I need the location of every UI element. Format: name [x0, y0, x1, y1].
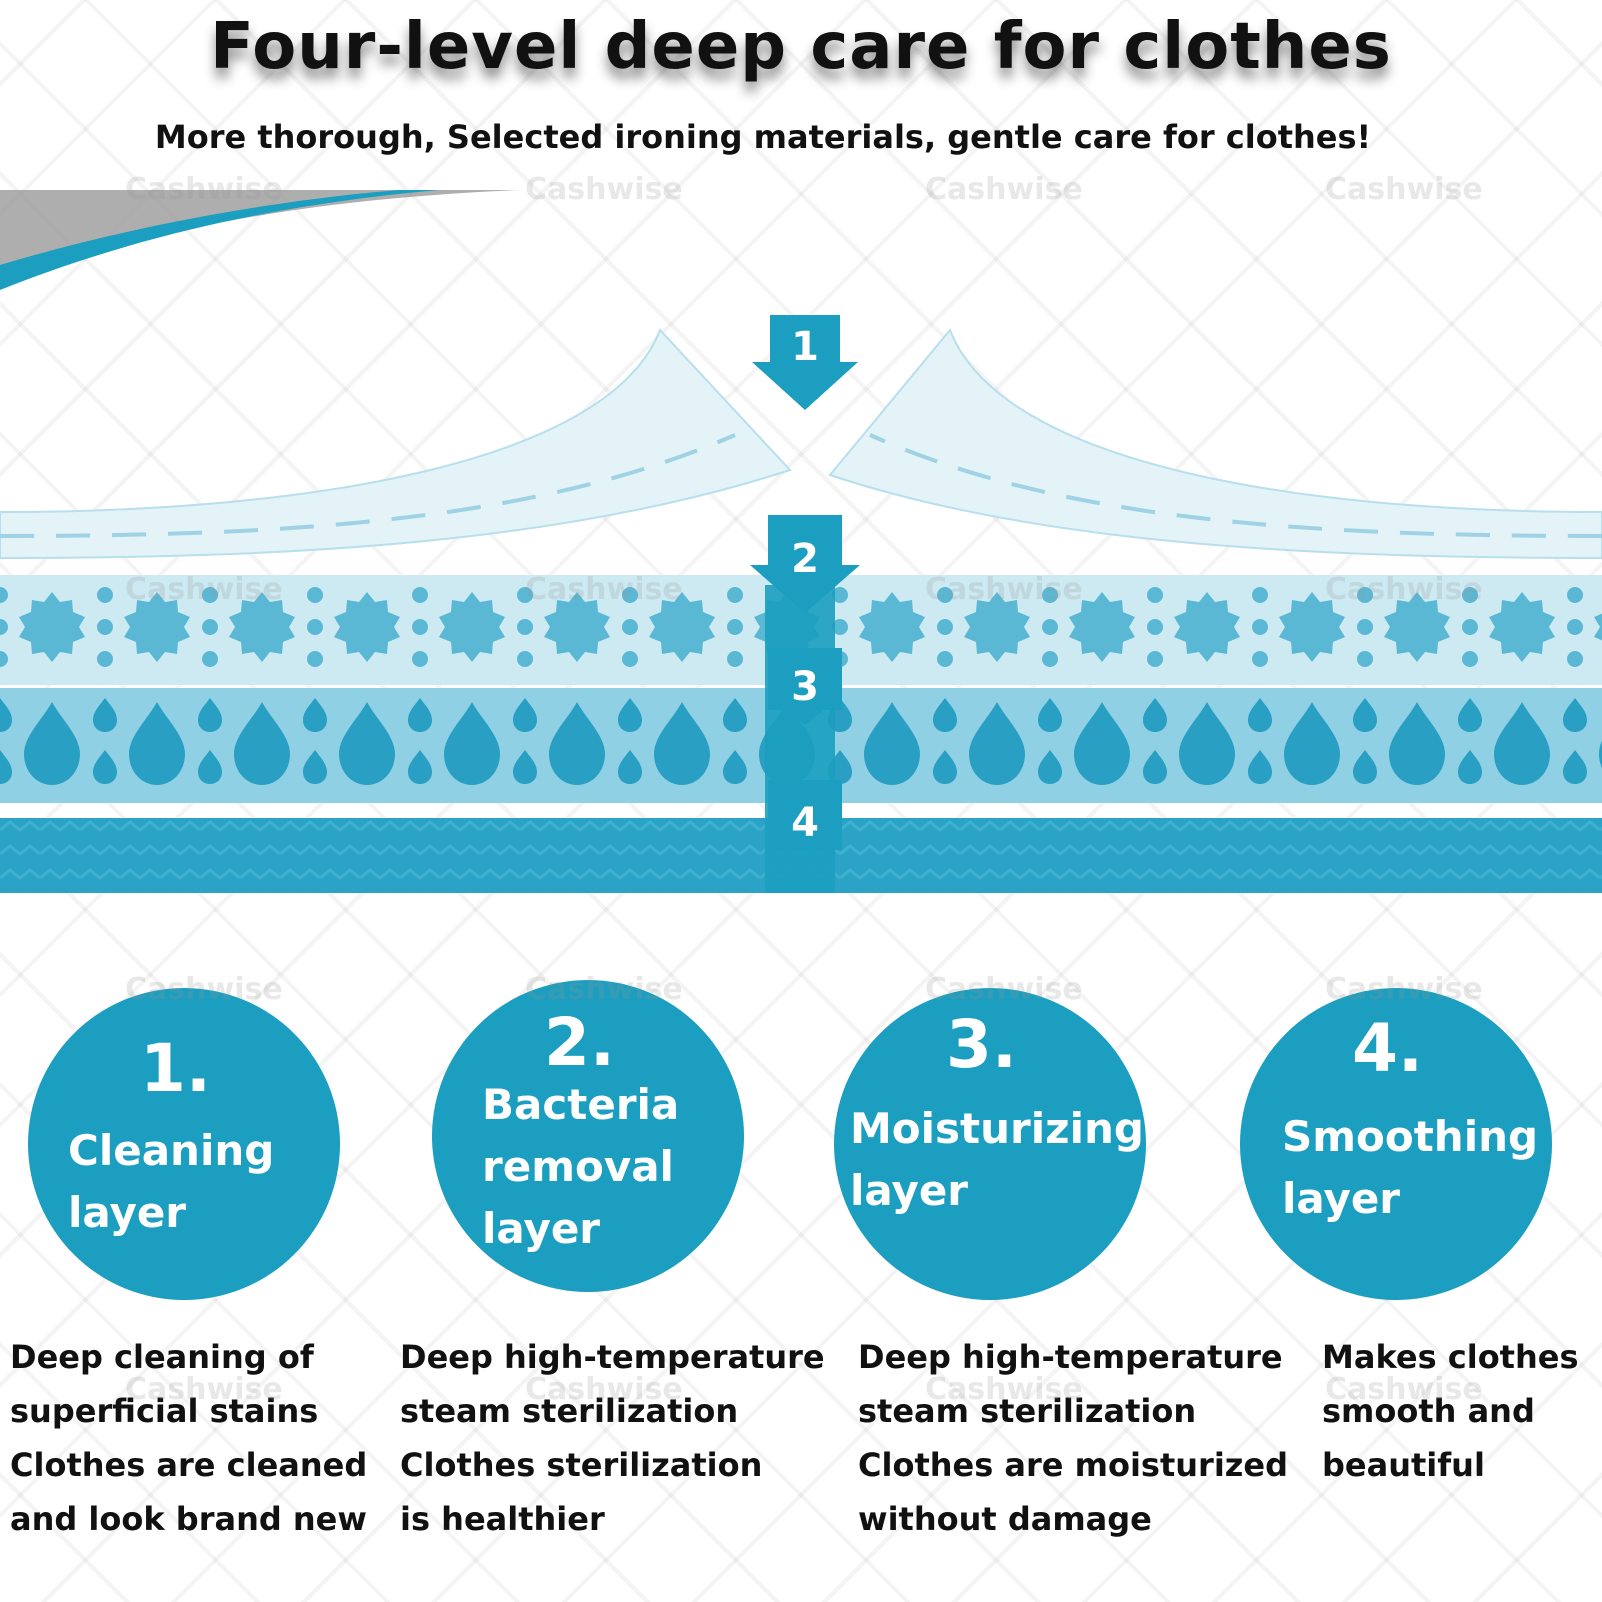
- watermark: Cashwise: [925, 972, 1083, 1007]
- watermark: Cashwise: [525, 1372, 683, 1407]
- layer-description-3: Deep high-temperature steam sterilizatio…: [858, 1338, 1289, 1538]
- layer-circle-3: 3. Moisturizing layer: [834, 988, 1146, 1300]
- watermark: Cashwise: [925, 572, 1083, 607]
- layer-name: Moisturizing layer: [850, 1104, 1144, 1215]
- watermark: Cashwise: [1325, 972, 1483, 1007]
- watermark: Cashwise: [525, 172, 683, 207]
- layer-number: 3.: [946, 1006, 1017, 1083]
- layer-circle-1: 1. Cleaning layer: [28, 988, 340, 1300]
- page-subtitle: More thorough, Selected ironing material…: [154, 118, 1372, 156]
- page-title: Four-level deep care for clothes: [210, 10, 1392, 84]
- arrow-label: 1: [791, 324, 819, 370]
- layer-number: 4.: [1352, 1010, 1423, 1087]
- arrow-label: 2: [791, 536, 819, 582]
- watermark: Cashwise: [525, 972, 683, 1007]
- watermark: Cashwise: [125, 972, 283, 1007]
- watermark: Cashwise: [125, 172, 283, 207]
- arrow-label: 3: [791, 664, 819, 710]
- layer-description-4: Makes clothes smooth and beautiful: [1322, 1338, 1579, 1484]
- watermark: Cashwise: [525, 572, 683, 607]
- layer-name: Smoothing layer: [1282, 1112, 1539, 1223]
- watermark: Cashwise: [1325, 572, 1483, 607]
- arrow-label: 4: [791, 800, 819, 846]
- arrow-3-icon: 3: [768, 648, 842, 725]
- arrow-4-icon: 4: [768, 780, 842, 850]
- watermark: Cashwise: [125, 572, 283, 607]
- arrow-2-icon: 2: [750, 515, 860, 613]
- watermark: Cashwise: [925, 1372, 1083, 1407]
- layer-name: Cleaning layer: [68, 1126, 275, 1237]
- arrow-1-icon: 1: [752, 315, 858, 410]
- layer-number: 2.: [544, 1004, 615, 1081]
- watermark: Cashwise: [1325, 172, 1483, 207]
- layer-number: 1.: [140, 1030, 211, 1107]
- watermark: Cashwise: [125, 1372, 283, 1407]
- layer-description-1: Deep cleaning of superficial stains Clot…: [10, 1338, 368, 1538]
- layer-circle-2: 2. Bacteria removal layer: [432, 980, 744, 1292]
- layer-name: Bacteria removal layer: [482, 1080, 680, 1253]
- watermark: Cashwise: [925, 172, 1083, 207]
- layer-description-2: Deep high-temperature steam sterilizatio…: [400, 1338, 825, 1538]
- layer-circle-4: 4. Smoothing layer: [1240, 988, 1552, 1300]
- layer-illustration: 1 2 3 4: [0, 190, 1602, 893]
- watermark: Cashwise: [1325, 1372, 1483, 1407]
